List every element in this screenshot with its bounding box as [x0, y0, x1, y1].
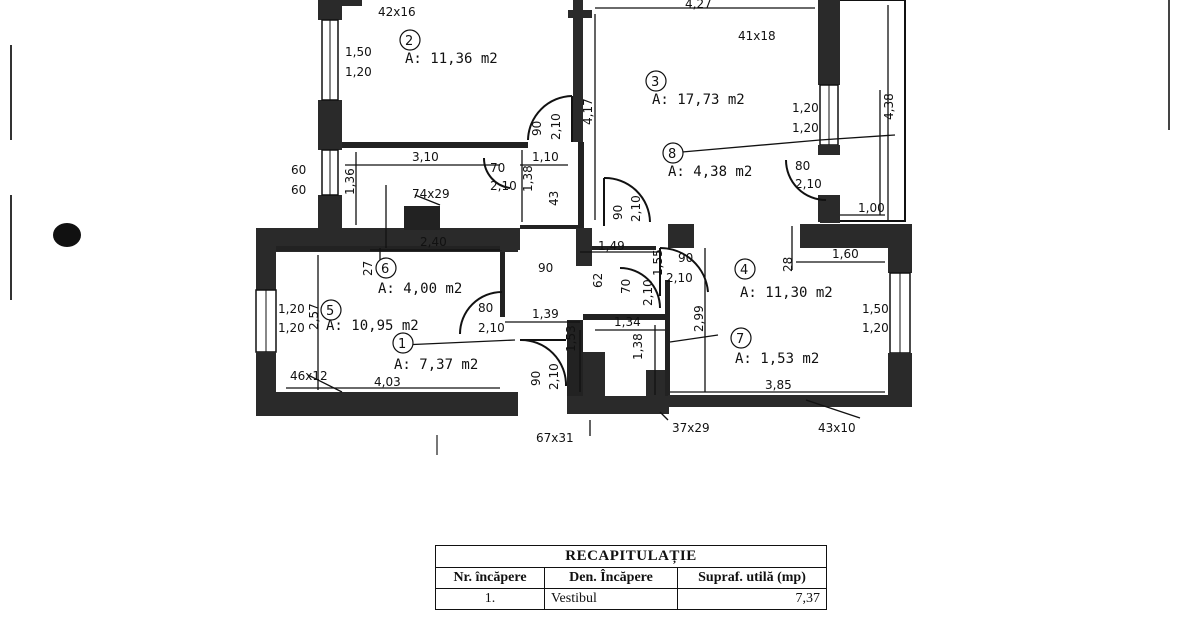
dim-label-1-60: 1,60: [832, 247, 859, 261]
room-number-2: 2: [405, 34, 413, 49]
room-area-3: A: 17,73 m2: [652, 92, 745, 108]
dim-label-1-20-d: 1,20: [278, 302, 305, 316]
room-area-5: A: 10,95 m2: [326, 318, 419, 334]
room-number-7: 7: [736, 332, 744, 347]
dim-label-1-20-c: 1,20: [792, 121, 819, 135]
dimension-lines: [286, 7, 896, 436]
dim-label-1-38-a: 1,38: [521, 165, 535, 192]
dim-label-2-99: 2,99: [692, 305, 706, 332]
dim-label-2-10-h: 2,10: [547, 363, 561, 390]
dim-label-1-50-a: 1,50: [345, 45, 372, 59]
dim-label-37x29: 37x29: [672, 421, 710, 435]
dim-label-46x12: 46x12: [290, 369, 328, 383]
dim-label-70-b: 70: [619, 279, 633, 294]
dim-label-80-b: 80: [478, 301, 493, 315]
dim-label-1-50-b: 1,50: [862, 302, 889, 316]
dim-label-28: 28: [781, 257, 795, 272]
dim-label-60-b: 60: [291, 183, 306, 197]
dim-label-1-00: 1,00: [858, 201, 885, 215]
walls: [255, 0, 912, 416]
dim-label-90-e: 90: [529, 371, 543, 386]
room-number-1: 1: [398, 337, 406, 352]
dim-label-1-10: 1,10: [532, 150, 559, 164]
recap-table: RECAPITULAȚIE Nr. încăpere Den. Încăpere…: [435, 545, 827, 610]
room-area-4: A: 11,30 m2: [740, 285, 833, 301]
recap-title: RECAPITULAȚIE: [435, 545, 827, 568]
room-number-4: 4: [740, 263, 748, 278]
room-area-2: A: 11,36 m2: [405, 51, 498, 67]
dim-label-1-20-a: 1,20: [345, 65, 372, 79]
dim-label-80-a: 80: [795, 159, 810, 173]
dim-label-1-38-b: 1,38: [631, 333, 645, 360]
dim-label-43x10: 43x10: [818, 421, 856, 435]
scan-edge-mark-right: [1168, 0, 1170, 130]
room-area-1: A: 7,37 m2: [394, 357, 478, 373]
dim-label-60-a: 60: [291, 163, 306, 177]
dim-label-4-27: 4,27: [685, 0, 712, 11]
dimension-labels: 42x16 41x18 4,27 4,38 4,17 1,50 1,20 1,2…: [278, 0, 896, 445]
dim-label-90-d: 90: [678, 251, 693, 265]
dim-label-2-10-f: 2,10: [478, 321, 505, 335]
row-supr: 7,37: [677, 588, 827, 610]
dim-label-90-b: 90: [611, 205, 625, 220]
punch-hole-mark: [53, 223, 81, 247]
row-nr: 1.: [435, 588, 545, 610]
dim-label-2-10-g: 2,10: [641, 279, 655, 306]
dim-label-4-38: 4,38: [882, 93, 896, 120]
dim-label-2-10-e: 2,10: [666, 271, 693, 285]
dim-label-90-a: 90: [530, 121, 544, 136]
room-area-6: A: 4,00 m2: [378, 281, 462, 297]
dim-label-70: 70: [490, 161, 505, 175]
scan-edge-mark-left: [10, 45, 12, 140]
dim-label-1-20-f: 1,20: [862, 321, 889, 335]
room-area-7: A: 1,53 m2: [735, 351, 819, 367]
dim-label-74x29: 74x29: [412, 187, 450, 201]
dim-label-2-57: 2,57: [307, 303, 321, 330]
chimney-opening: [404, 206, 440, 230]
dim-label-3-10: 3,10: [412, 150, 439, 164]
dim-label-62: 62: [591, 273, 605, 288]
dim-label-1-49: 1,49: [598, 239, 625, 253]
col-header-supr: Supraf. utilă (mp): [677, 567, 827, 589]
dim-label-4-17: 4,17: [581, 98, 595, 125]
room-labels: 2 A: 11,36 m2 3 A: 17,73 m2 8 A: 4,38 m2…: [320, 29, 833, 373]
dim-label-2-10-b: 2,10: [549, 113, 563, 140]
col-header-nr: Nr. încăpere: [435, 567, 545, 589]
dim-label-1-53: 1,53: [564, 325, 578, 352]
dim-label-3-85: 3,85: [765, 378, 792, 392]
dim-label-43: 43: [547, 191, 561, 206]
dim-label-1-20-e: 1,20: [278, 321, 305, 335]
door-swings: [459, 95, 827, 387]
scan-dot: [436, 435, 438, 455]
room-number-6: 6: [381, 262, 389, 277]
dim-label-2-10-a: 2,10: [490, 179, 517, 193]
dim-label-1-36: 1,36: [343, 168, 357, 195]
dim-label-2-40: 2,40: [420, 235, 447, 249]
dim-label-2-10-d: 2,10: [629, 195, 643, 222]
dim-label-67x31: 67x31: [536, 431, 574, 445]
dim-label-4-03: 4,03: [374, 375, 401, 389]
room-number-8: 8: [668, 147, 676, 162]
dim-label-27: 27: [361, 261, 375, 276]
row-den: Vestibul: [544, 588, 678, 610]
room-number-3: 3: [651, 75, 659, 90]
dim-label-41x18: 41x18: [738, 29, 776, 43]
room-number-5: 5: [326, 304, 334, 319]
scan-edge-mark-left-2: [10, 195, 12, 300]
table-row: 1. Vestibul 7,37: [435, 588, 827, 610]
col-header-den: Den. Încăpere: [544, 567, 678, 589]
dim-label-1-55: 1,55: [651, 249, 665, 276]
dim-label-90-c: 90: [538, 261, 553, 275]
room-area-8: A: 4,38 m2: [668, 164, 752, 180]
dim-label-1-39: 1,39: [532, 307, 559, 321]
dim-label-42x16: 42x16: [378, 5, 416, 19]
dim-label-1-20-b: 1,20: [792, 101, 819, 115]
dim-label-1-34: 1,34: [614, 315, 641, 329]
dim-label-2-10-c: 2,10: [795, 177, 822, 191]
